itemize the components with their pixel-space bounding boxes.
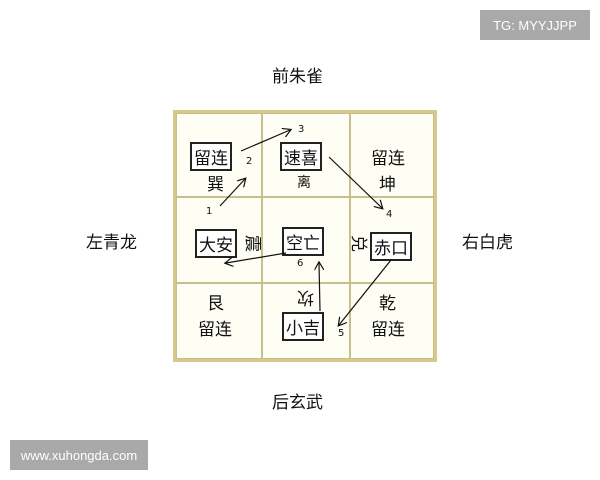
cell-li <box>262 113 350 197</box>
kan-label: 小吉 <box>282 312 324 341</box>
step-1: 1 <box>206 206 213 217</box>
gen-trigram: 艮 <box>207 294 224 314</box>
cell-kan <box>262 283 350 359</box>
arrow-3-4 <box>328 156 382 208</box>
xun-label: 留连 <box>190 142 232 171</box>
direction-left: 左青龙 <box>86 233 137 253</box>
direction-right: 右白虎 <box>462 233 513 253</box>
xun-trigram: 巽 <box>207 175 224 195</box>
palace-grid: 留连 巽 速喜 离 留连 坤 大安 震 空亡 赤口 兑 艮 留连 坎 小吉 乾 … <box>173 110 437 362</box>
watermark-bottom: www.xuhongda.com <box>10 440 148 470</box>
step-2: 2 <box>246 156 253 167</box>
direction-top: 前朱雀 <box>272 67 323 87</box>
cell-dui <box>350 197 434 283</box>
cell-center <box>262 197 350 283</box>
arrow-4-5 <box>339 259 392 325</box>
arrow-6-1 <box>226 252 287 263</box>
qian-label: 留连 <box>371 320 405 340</box>
watermark-top: TG: MYYJJPP <box>480 10 590 40</box>
li-trigram: 离 <box>297 175 311 191</box>
zhen-label: 大安 <box>195 229 237 258</box>
arrow-2-3 <box>240 130 290 152</box>
step-5: 5 <box>338 328 345 339</box>
li-label: 速喜 <box>280 142 322 171</box>
flow-arrows <box>219 113 392 365</box>
kun-trigram: 坤 <box>379 175 396 195</box>
arrow-5-6 <box>319 263 320 312</box>
kun-label: 留连 <box>371 149 405 169</box>
step-3: 3 <box>298 124 305 135</box>
step-4: 4 <box>386 209 393 220</box>
dui-label: 赤口 <box>370 232 412 261</box>
cell-xun <box>176 113 262 197</box>
step-6: 6 <box>297 258 304 269</box>
cell-gen <box>176 283 262 359</box>
direction-bottom: 后玄武 <box>272 393 323 413</box>
center-label: 空亡 <box>282 227 324 256</box>
cell-kun <box>350 113 434 197</box>
cell-qian <box>350 283 434 359</box>
arrow-1-2 <box>219 179 245 207</box>
cell-zhen <box>176 197 262 283</box>
gen-label: 留连 <box>198 320 232 340</box>
qian-trigram: 乾 <box>379 294 396 314</box>
